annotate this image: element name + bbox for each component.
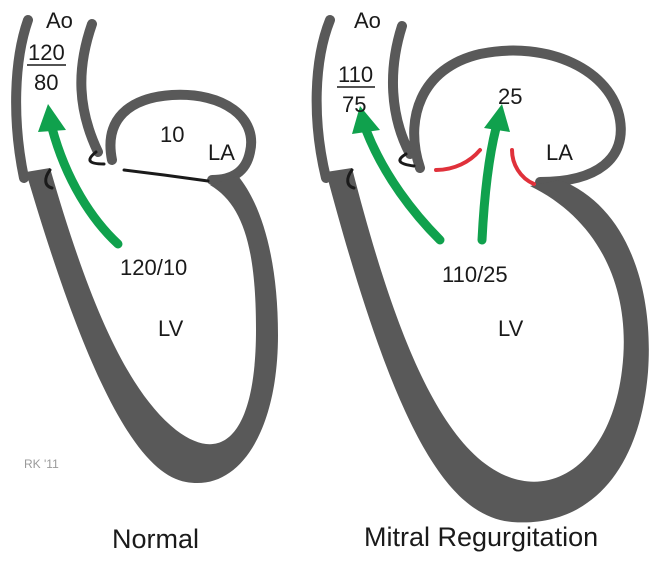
mr-aorta-label: Ao <box>354 8 381 33</box>
normal-caption: Normal <box>112 524 199 554</box>
signature: RK '11 <box>24 457 59 471</box>
normal-aortic-valve-leaflet <box>44 168 54 190</box>
mr-aortic-diastolic-pressure: 75 <box>342 92 366 117</box>
normal-left-ventricle-wall <box>26 168 278 484</box>
normal-heart: Ao 120 80 10 LA 120/10 LV Normal <box>11 8 278 554</box>
mr-caption: Mitral Regurgitation <box>364 522 598 552</box>
normal-ejection-flow-arrow <box>47 123 123 249</box>
mr-lv-label: LV <box>498 316 524 341</box>
normal-la-label: LA <box>208 140 235 165</box>
regurgitation-heart: Ao 110 75 25 LA 110/25 LV Mitral Regurgi… <box>311 8 649 552</box>
mr-regurgitant-jet-arrowhead <box>484 104 510 132</box>
normal-ejection-arrowhead <box>38 104 66 132</box>
mr-aorta-outer-wall <box>311 15 335 183</box>
mr-la-label: LA <box>546 140 573 165</box>
mr-ejection-arrowhead <box>352 106 380 134</box>
normal-aorta-label: Ao <box>46 8 73 33</box>
normal-aortic-diastolic-pressure: 80 <box>34 70 58 95</box>
normal-aortic-systolic-pressure: 120 <box>28 40 65 65</box>
normal-lv-pressure: 120/10 <box>120 255 187 280</box>
normal-left-atrium-wall <box>105 89 257 185</box>
normal-la-pressure: 10 <box>160 122 184 147</box>
mr-lv-pressure: 110/25 <box>442 262 508 287</box>
mr-regurgitant-jet-arrow <box>477 123 501 245</box>
mr-ejection-flow-arrow <box>361 125 445 245</box>
mr-la-pressure: 25 <box>498 84 522 109</box>
mr-mitral-leaflet-posterior <box>510 148 536 186</box>
normal-aorta-inner-wall <box>76 19 103 157</box>
mr-left-ventricle-wall <box>326 168 649 523</box>
normal-mitral-valve-closed <box>122 168 210 183</box>
mr-left-atrium-wall <box>409 45 626 187</box>
mr-mitral-leaflet-anterior <box>434 148 482 172</box>
normal-lv-label: LV <box>158 316 184 341</box>
normal-aortic-valve-leaflet-2 <box>88 150 106 166</box>
normal-aorta-outer-wall <box>11 15 33 183</box>
mr-aortic-valve-leaflet-2 <box>398 152 416 168</box>
mr-aortic-valve-leaflet <box>346 168 356 190</box>
mr-aortic-systolic-pressure: 110 <box>338 62 373 87</box>
mr-aorta-inner-wall <box>387 21 415 159</box>
